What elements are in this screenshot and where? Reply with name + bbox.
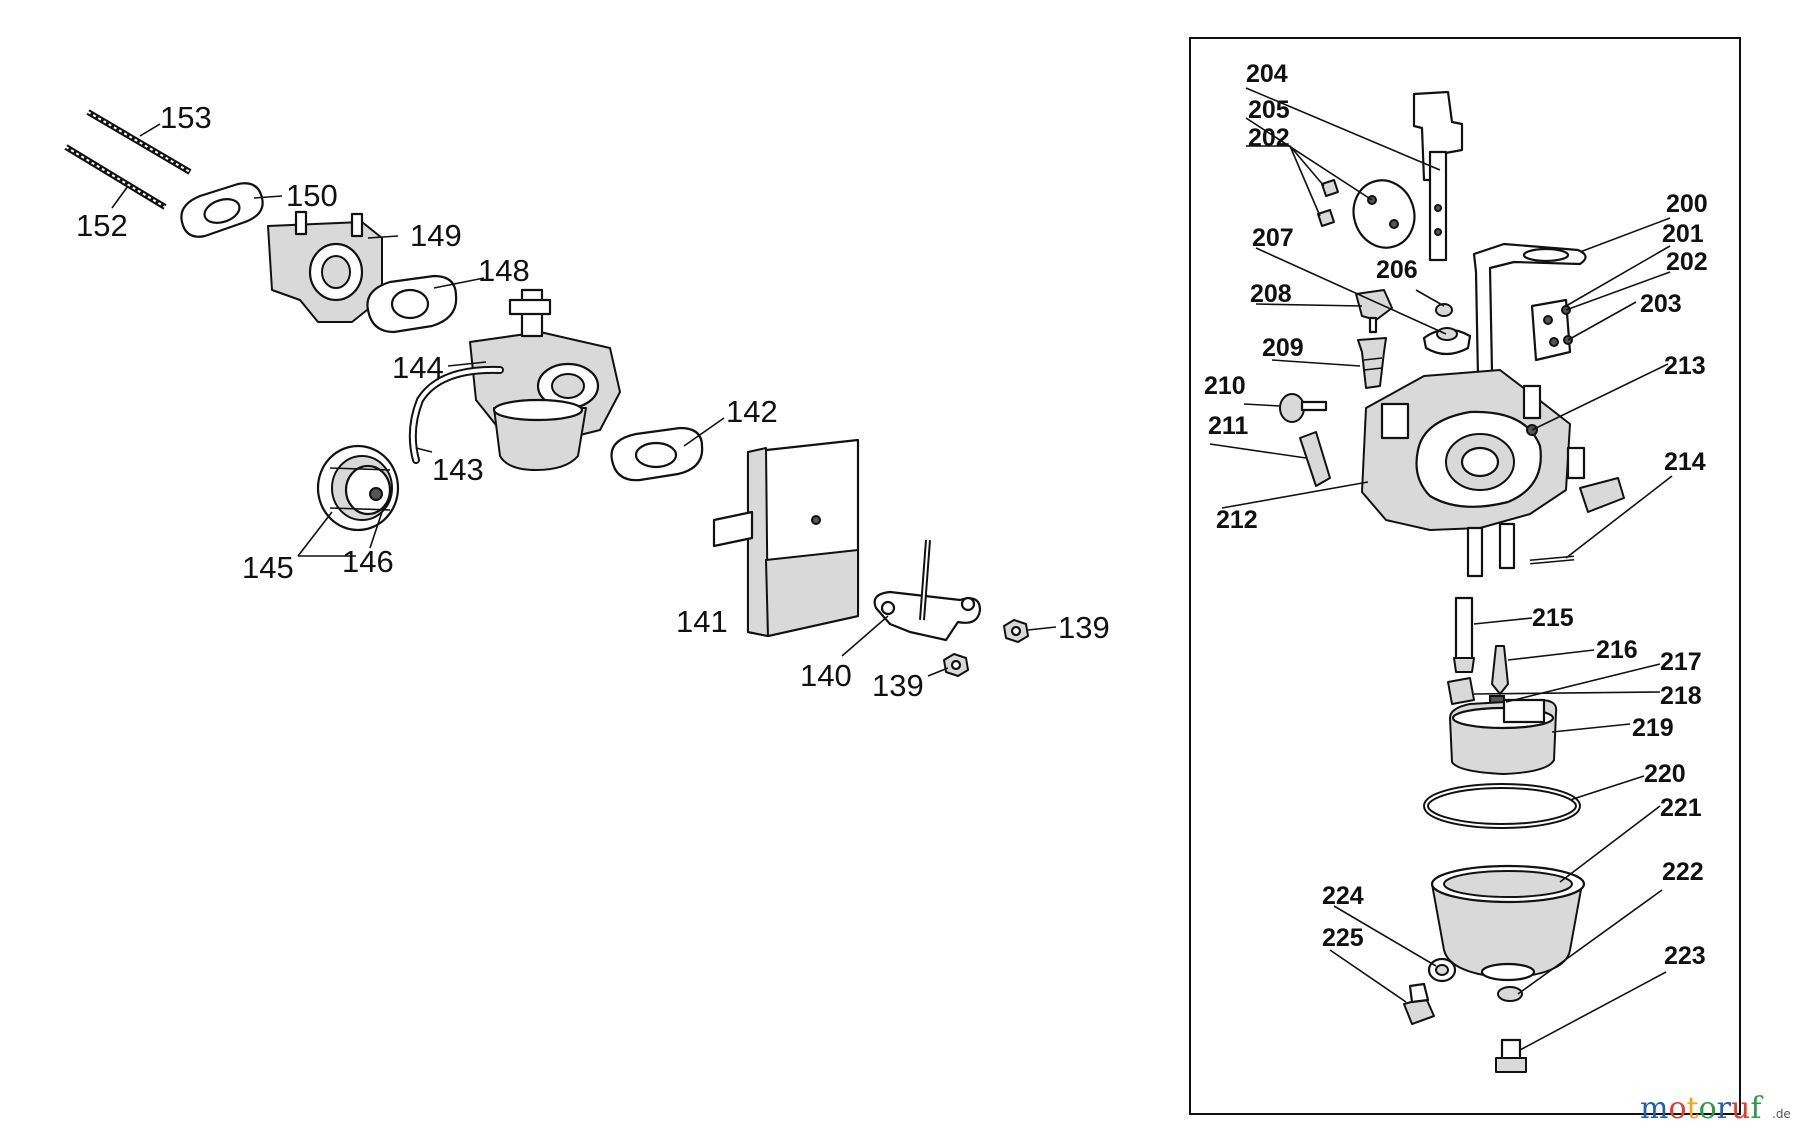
- label-139-a: 139: [1058, 610, 1110, 645]
- label-202-a: 202: [1248, 124, 1290, 152]
- label-224: 224: [1322, 882, 1364, 910]
- label-201: 201: [1662, 220, 1704, 248]
- left-leader-lines: [111, 123, 1057, 677]
- watermark-logo: motoruf .de: [1640, 1091, 1791, 1126]
- watermark-letter: o: [1668, 1091, 1686, 1126]
- label-204: 204: [1246, 60, 1288, 88]
- watermark-text: motoruf: [1640, 1091, 1763, 1126]
- part-224-washer: [1427, 957, 1457, 983]
- part-139-nut-a: [1003, 619, 1029, 643]
- part-148-gasket: [366, 274, 458, 334]
- label-210: 210: [1204, 372, 1246, 400]
- part-145-fuel-cap: [316, 444, 400, 532]
- label-220: 220: [1644, 760, 1686, 788]
- label-152: 152: [76, 208, 128, 243]
- part-210-idle-screw: [1279, 393, 1328, 423]
- part-140-bracket: [873, 539, 982, 642]
- part-149-insulator: [267, 210, 383, 323]
- label-142: 142: [726, 394, 778, 429]
- part-215-emulsion-tube: [1453, 596, 1475, 673]
- part-202-screws: [1317, 179, 1339, 227]
- part-144-carburetor: [469, 288, 621, 471]
- part-209-pilot-jet: [1357, 337, 1387, 389]
- part-211-spring: [1299, 431, 1331, 487]
- part-221-float-bowl: [1430, 864, 1586, 982]
- right-labels: 204 205 202 200 201 202 203 207 206 208 …: [1204, 60, 1708, 970]
- label-215: 215: [1532, 604, 1574, 632]
- label-211: 211: [1208, 412, 1248, 440]
- label-202-b: 202: [1666, 248, 1708, 276]
- part-201-throttle-plate: [1530, 298, 1572, 362]
- label-143: 143: [432, 452, 484, 487]
- label-208: 208: [1250, 280, 1292, 308]
- label-217: 217: [1660, 648, 1702, 676]
- part-141-heat-shield: [712, 438, 860, 638]
- part-139-nut-b: [943, 653, 969, 677]
- part-206-washer: [1435, 303, 1453, 317]
- label-213: 213: [1664, 352, 1706, 380]
- watermark-letter: r: [1717, 1091, 1732, 1126]
- label-141: 141: [676, 604, 728, 639]
- part-204-choke-shaft: [1412, 90, 1464, 262]
- label-221: 221: [1660, 794, 1702, 822]
- panel-border: [1189, 37, 1741, 1115]
- watermark-letter: t: [1687, 1091, 1699, 1126]
- label-140: 140: [800, 658, 852, 693]
- label-153: 153: [160, 100, 212, 135]
- label-206: 206: [1376, 256, 1418, 284]
- watermark-letter: o: [1699, 1091, 1717, 1126]
- part-214-pin: [1529, 555, 1575, 565]
- label-146: 146: [342, 544, 394, 579]
- label-200: 200: [1666, 190, 1708, 218]
- part-216-float-needle: [1491, 645, 1509, 695]
- part-153-stud: [86, 109, 192, 175]
- part-223-drain-bolt: [1495, 1038, 1527, 1073]
- watermark-letter: f: [1750, 1091, 1763, 1126]
- label-225: 225: [1322, 924, 1364, 952]
- part-207-seal: [1422, 327, 1472, 356]
- label-144: 144: [392, 350, 444, 385]
- label-222: 222: [1662, 858, 1704, 886]
- part-222-washer: [1497, 986, 1523, 1002]
- part-219-float: [1449, 698, 1558, 775]
- label-150: 150: [286, 178, 338, 213]
- watermark-suffix: .de: [1772, 1107, 1791, 1121]
- watermark-letter: u: [1731, 1091, 1750, 1126]
- part-152-stud: [64, 144, 167, 210]
- label-207: 207: [1252, 224, 1294, 252]
- part-142-gasket: [610, 426, 704, 482]
- label-216: 216: [1596, 636, 1638, 664]
- part-218-main-jet: [1447, 677, 1475, 705]
- part-225-drain-screw: [1403, 982, 1435, 1025]
- label-205: 205: [1248, 96, 1290, 124]
- watermark-letter: m: [1640, 1091, 1668, 1126]
- part-150-gasket: [180, 182, 264, 238]
- label-212: 212: [1216, 506, 1258, 534]
- label-214: 214: [1664, 448, 1706, 476]
- left-labels: 153 152 150 149 148 144 143 142 145 146 …: [76, 100, 1110, 703]
- label-139-b: 139: [872, 668, 924, 703]
- left-assembly: 153 152 150 149 148 144 143 142 145 146 …: [64, 100, 1110, 703]
- label-149: 149: [410, 218, 462, 253]
- detail-panel: 204 205 202 200 201 202 203 207 206 208 …: [1189, 37, 1741, 1115]
- label-223: 223: [1664, 942, 1706, 970]
- label-209: 209: [1262, 334, 1304, 362]
- label-218: 218: [1660, 682, 1702, 710]
- part-205-choke-plate: [1352, 179, 1416, 249]
- label-148: 148: [478, 253, 530, 288]
- label-203: 203: [1640, 290, 1682, 318]
- label-219: 219: [1632, 714, 1674, 742]
- label-145: 145: [242, 550, 294, 585]
- part-220-o-ring: [1423, 783, 1581, 829]
- right-leader-lines: [1209, 87, 1673, 1051]
- part-213-carburetor-body: [1361, 369, 1625, 578]
- part-143-hose: [408, 365, 504, 464]
